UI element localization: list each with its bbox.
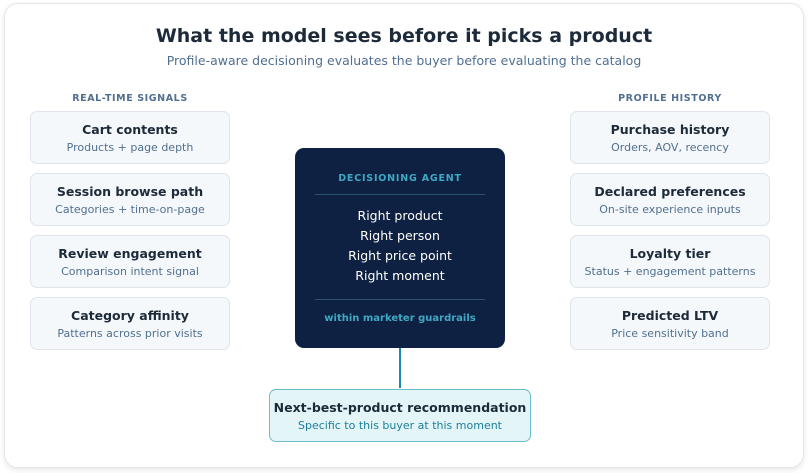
profile-name: Loyalty tier: [629, 246, 711, 261]
real-time-signals-header: REAL-TIME SIGNALS: [72, 93, 188, 104]
profile-name: Declared preferences: [594, 184, 746, 199]
signal-cart-contents: Cart contents Products + page depth: [30, 111, 230, 164]
decisioning-agent-box: DECISIONING AGENT Right product Right pe…: [295, 148, 505, 348]
agent-divider-top: [315, 194, 485, 195]
signal-desc: Products + page depth: [66, 141, 194, 154]
diagram-subtitle: Profile-aware decisioning evaluates the …: [166, 53, 642, 68]
profile-history-header: PROFILE HISTORY: [618, 93, 722, 104]
profile-predicted-ltv: Predicted LTV Price sensitivity band: [570, 297, 770, 350]
signal-name: Category affinity: [71, 308, 189, 323]
agent-line-product: Right product: [357, 208, 443, 223]
profile-desc: Status + engagement patterns: [584, 265, 756, 278]
agent-line-person: Right person: [360, 228, 440, 243]
result-desc: Specific to this buyer at this moment: [298, 419, 502, 432]
profile-desc: Orders, AOV, recency: [611, 141, 729, 154]
signal-name: Cart contents: [82, 122, 178, 137]
profile-desc: On-site experience inputs: [599, 203, 741, 216]
signal-session-browse-path: Session browse path Categories + time-on…: [30, 173, 230, 226]
signal-desc: Categories + time-on-page: [55, 203, 205, 216]
profile-name: Purchase history: [610, 122, 730, 137]
agent-line-moment: Right moment: [355, 268, 445, 283]
result-name: Next-best-product recommendation: [273, 400, 527, 415]
agent-to-result-connector: [399, 348, 401, 388]
profile-name: Predicted LTV: [621, 308, 719, 323]
profile-purchase-history: Purchase history Orders, AOV, recency: [570, 111, 770, 164]
agent-divider-bottom: [315, 299, 485, 300]
profile-loyalty-tier: Loyalty tier Status + engagement pattern…: [570, 235, 770, 288]
signal-review-engagement: Review engagement Comparison intent sign…: [30, 235, 230, 288]
profile-declared-preferences: Declared preferences On-site experience …: [570, 173, 770, 226]
signal-category-affinity: Category affinity Patterns across prior …: [30, 297, 230, 350]
signal-desc: Patterns across prior visits: [57, 327, 203, 340]
signal-name: Review engagement: [58, 246, 202, 261]
profile-desc: Price sensitivity band: [611, 327, 729, 340]
recommendation-result-box: Next-best-product recommendation Specifi…: [269, 389, 531, 442]
diagram-title: What the model sees before it picks a pr…: [155, 25, 653, 47]
agent-label: DECISIONING AGENT: [338, 173, 462, 184]
signal-desc: Comparison intent signal: [61, 265, 199, 278]
signal-name: Session browse path: [56, 184, 204, 199]
agent-line-price-point: Right price point: [348, 248, 452, 263]
agent-guardrail: within marketer guardrails: [324, 313, 476, 324]
